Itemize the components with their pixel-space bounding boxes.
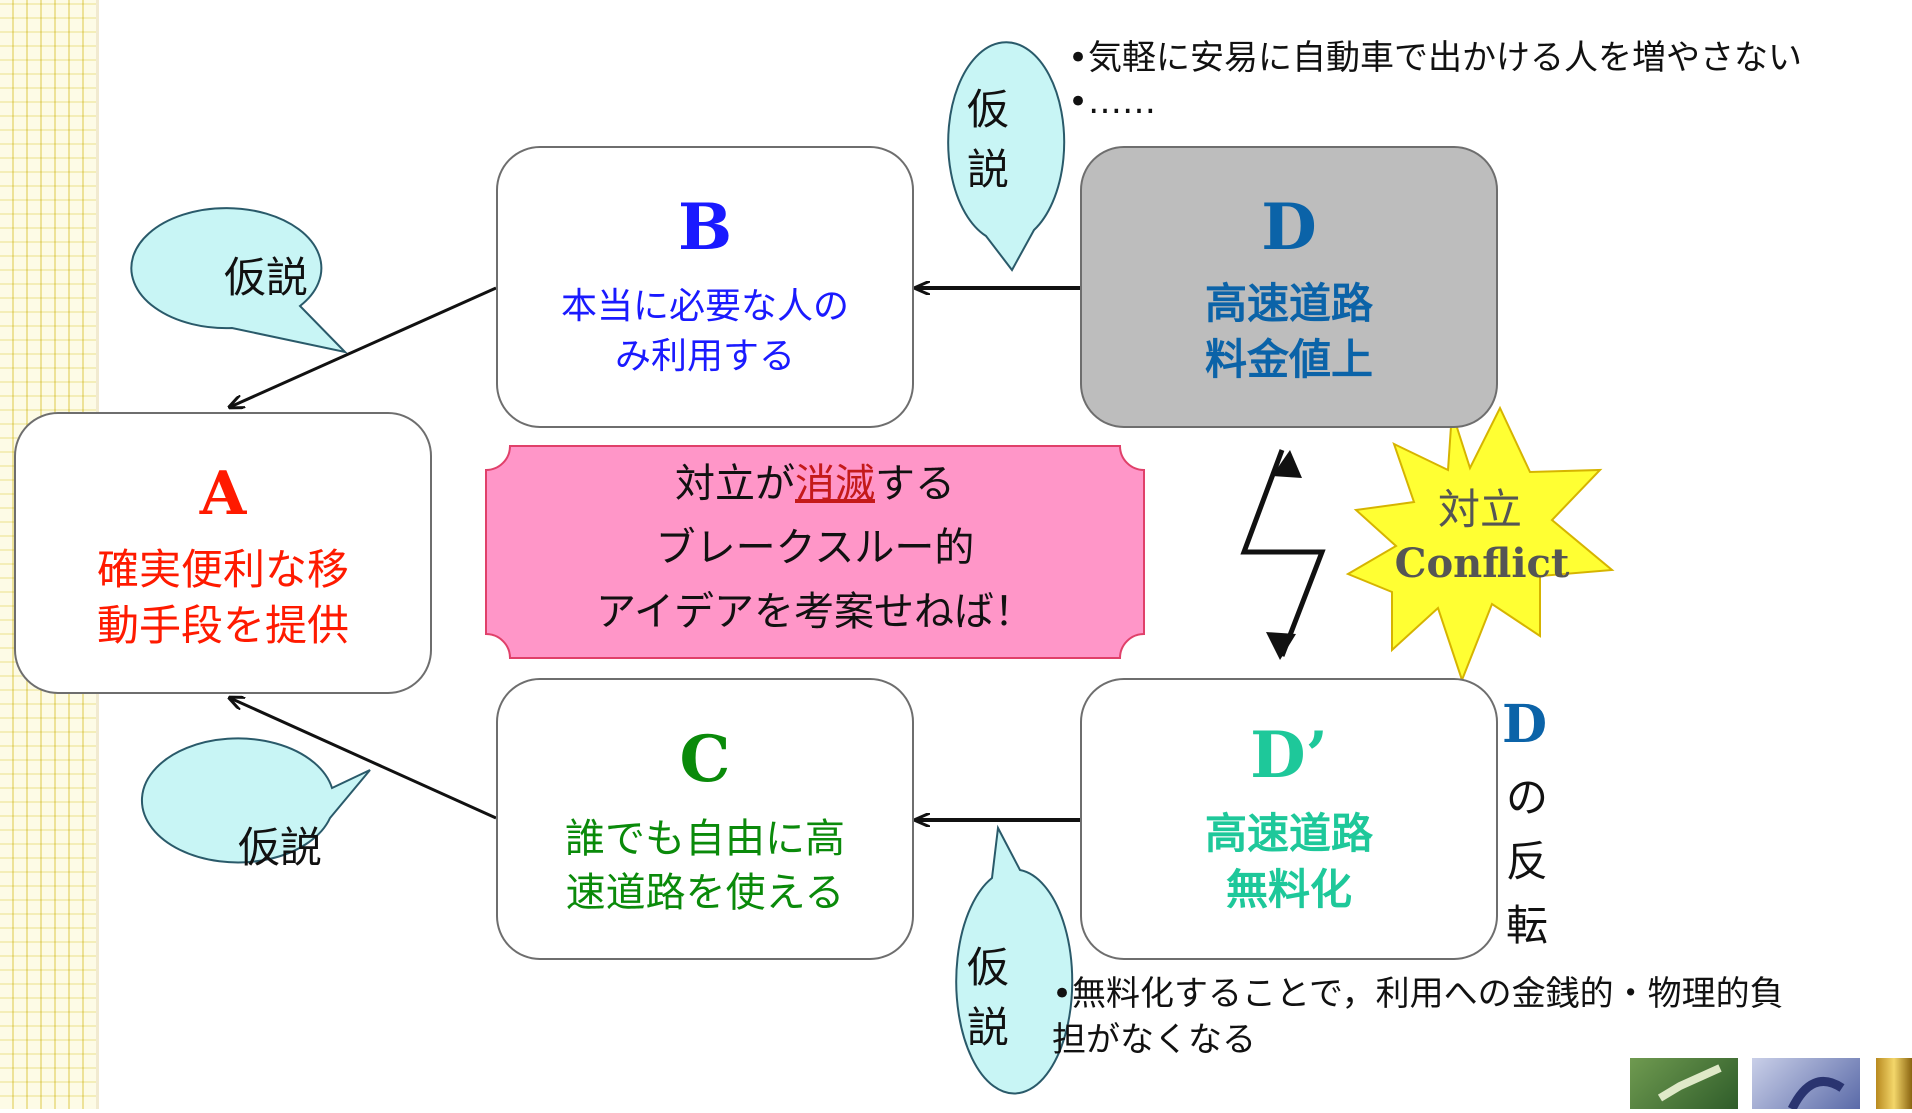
node-a: A 確実便利な移 動手段を提供 (14, 412, 432, 694)
hypothesis-bubble-ab (130, 207, 349, 354)
node-d-line1: 高速道路 (1204, 279, 1373, 328)
inversion-char-2: 反 (1506, 837, 1549, 886)
inversion-char-3: 転 (1506, 901, 1549, 950)
center-line1-post: する (875, 461, 955, 507)
node-b-line2: み利用する (614, 336, 795, 377)
node-d-letter: D (1261, 190, 1317, 265)
decorative-thumbnail-check (1630, 1058, 1738, 1109)
note-top-1: •気軽に安易に自動車で出かける人を増やさない (1068, 38, 1803, 78)
center-callout-shape (485, 445, 1145, 659)
node-b-line1: 本当に必要な人の (560, 286, 849, 327)
node-d-prime: D’ 高速道路 無料化 (1080, 678, 1498, 960)
node-c-line2: 速道路を使える (565, 870, 845, 916)
node-c-letter: C (679, 722, 731, 797)
conflict-burst (1345, 405, 1615, 683)
hypothesis-label-ac: 仮説 (237, 823, 322, 872)
conflict-label-en: Conflict (1394, 540, 1570, 587)
node-a-letter: A (199, 459, 247, 529)
note-top-2: •…… (1068, 82, 1157, 122)
swirl-icon (1787, 1076, 1845, 1112)
node-d-prime-letter: D’ (1250, 718, 1328, 793)
lightning-arrow (1240, 449, 1326, 657)
center-line1-emphasis: 消滅 (795, 461, 875, 507)
arrow-b-to-a (230, 286, 497, 407)
decorative-thumbnail-gold (1876, 1058, 1912, 1109)
check-icon (1657, 1064, 1722, 1102)
node-d-line2: 料金値上 (1204, 335, 1373, 384)
hypothesis-bubble-ac (140, 737, 371, 864)
node-d-prime-line2: 無料化 (1225, 865, 1352, 914)
node-d: D 高速道路 料金値上 (1080, 146, 1498, 428)
node-b-letter: B (677, 190, 733, 265)
arrow-c-to-a (230, 698, 497, 820)
node-c-line1: 誰でも自由に高 (565, 816, 845, 862)
note-bottom-1: •無料化することで，利用への金銭的・物理的負 (1052, 974, 1784, 1014)
node-a-line1: 確実便利な移 (96, 545, 349, 594)
hypothesis-label-bottom-2: 説 (966, 1003, 1009, 1052)
node-d-prime-line1: 高速道路 (1204, 809, 1373, 858)
center-line3: アイデアを考案せねば！ (596, 589, 1034, 635)
lightning-arrow-head-top (1272, 450, 1302, 478)
conflict-label-jp: 対立 (1437, 485, 1522, 534)
center-line2: ブレークスルー的 (655, 525, 975, 571)
hypothesis-label-top-2: 説 (966, 145, 1009, 194)
center-line1-pre: 対立が (675, 461, 795, 507)
node-b: B 本当に必要な人の み利用する (496, 146, 914, 428)
hypothesis-bubble-top (947, 41, 1066, 272)
center-callout-text: 対立が消滅する ブレークスルー的 アイデアを考案せねば！ (486, 446, 1144, 658)
note-bottom-2: 担がなくなる (1052, 1020, 1256, 1060)
hypothesis-bubble-bottom (955, 824, 1074, 1095)
lightning-arrow-head-bottom (1266, 632, 1296, 660)
decorative-thumbnail-swirl (1752, 1058, 1860, 1112)
node-c: C 誰でも自由に高 速道路を使える (496, 678, 914, 960)
node-a-line2: 動手段を提供 (96, 601, 349, 650)
hypothesis-label-ab: 仮説 (223, 253, 308, 302)
inversion-letter: D (1502, 694, 1548, 755)
hypothesis-label-bottom-1: 仮 (966, 943, 1009, 992)
inversion-char-1: の (1506, 773, 1549, 822)
hypothesis-label-top-1: 仮 (966, 85, 1009, 134)
